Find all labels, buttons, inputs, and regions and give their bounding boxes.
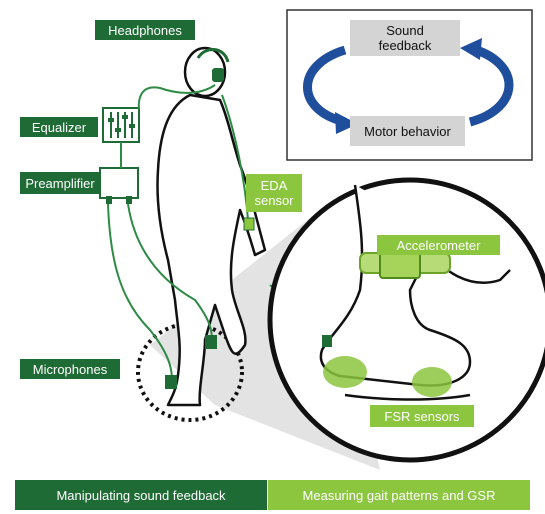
footer-left-text: Manipulating sound feedback xyxy=(56,487,226,503)
eda-label-line1: EDA xyxy=(260,178,288,193)
footer-right-text: Measuring gait patterns and GSR xyxy=(302,487,496,503)
fsr-pad-heel xyxy=(323,356,367,388)
headphones-label: Headphones xyxy=(95,20,195,40)
microphones-label-text: Microphones xyxy=(32,361,108,377)
fsr-pad-toe xyxy=(412,367,452,397)
loop-arrowhead-right xyxy=(460,38,482,60)
preamplifier-box xyxy=(99,167,139,199)
equalizer-label: Equalizer xyxy=(20,117,98,137)
loop-arrow-right xyxy=(468,43,514,127)
headphone-cup xyxy=(212,68,224,82)
person-silhouette xyxy=(156,46,267,407)
sound-feedback-line1: Sound xyxy=(386,23,424,38)
footer-left-banner: Manipulating sound feedback xyxy=(15,480,267,510)
microphone-left xyxy=(165,375,177,389)
accelerometer-label: Accelerometer xyxy=(377,235,500,255)
sound-feedback-line2: feedback xyxy=(378,38,432,53)
feet-highlight-ellipse xyxy=(136,322,244,422)
loop-arrow-left xyxy=(303,45,347,127)
preamplifier-label-text: Preamplifier xyxy=(25,175,95,191)
eda-label-line2: sensor xyxy=(254,193,294,208)
eda-sensor-pad xyxy=(243,217,255,231)
eda-sensor-label: EDA sensor xyxy=(246,174,302,212)
motor-behavior-box: Motor behavior xyxy=(350,116,465,146)
accelerometer-label-text: Accelerometer xyxy=(396,237,481,253)
microphones-label: Microphones xyxy=(20,359,120,379)
loop-arrowhead-left xyxy=(335,112,358,134)
motor-behavior-label: Motor behavior xyxy=(364,123,451,139)
equalizer-label-text: Equalizer xyxy=(31,119,87,135)
fsr-connector xyxy=(322,335,332,347)
sound-feedback-box: Sound feedback xyxy=(350,20,460,56)
microphone-right xyxy=(205,335,217,349)
headphones-label-text: Headphones xyxy=(108,22,182,38)
preamplifier-label: Preamplifier xyxy=(20,172,100,194)
headphone-band xyxy=(196,48,230,63)
footer-right-banner: Measuring gait patterns and GSR xyxy=(268,480,530,510)
fsr-sensors-label-text: FSR sensors xyxy=(384,408,460,424)
fsr-sensors-label: FSR sensors xyxy=(370,405,474,427)
